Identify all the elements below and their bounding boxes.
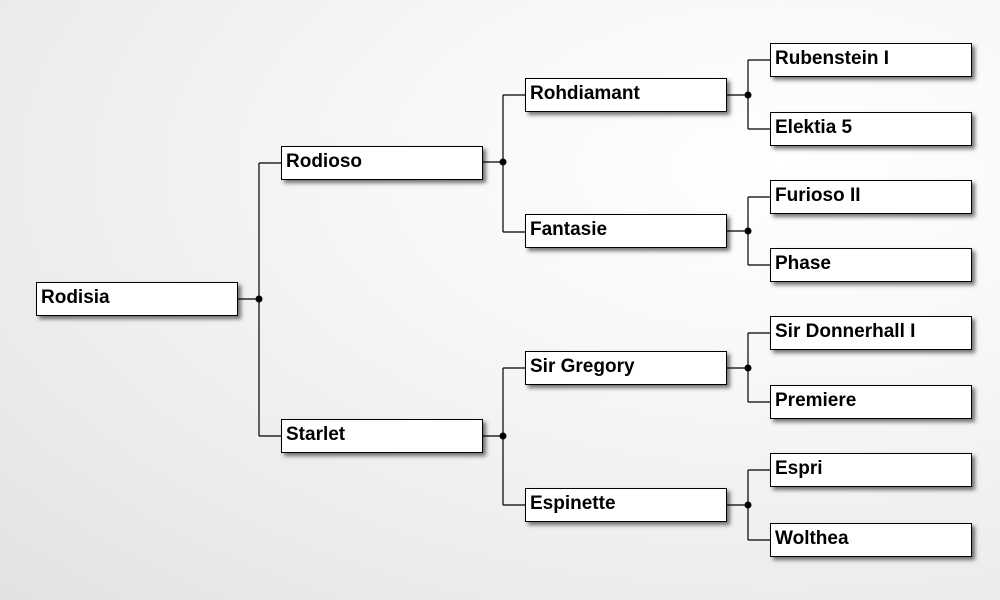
pedigree-node-sire-dam[interactable]: Fantasie [525, 214, 727, 248]
pedigree-node-dam-sire[interactable]: Sir Gregory [525, 351, 727, 385]
pedigree-node-sire-sire-dam[interactable]: Elektia 5 [770, 112, 972, 146]
pedigree-node-sire-dam-dam[interactable]: Phase [770, 248, 972, 282]
pedigree-node-dam-sire-dam[interactable]: Premiere [770, 385, 972, 419]
pedigree-node-dam-dam[interactable]: Espinette [525, 488, 727, 522]
pedigree-node-sire-dam-sire[interactable]: Furioso II [770, 180, 972, 214]
pedigree-node-dam-dam-dam[interactable]: Wolthea [770, 523, 972, 557]
pedigree-node-sire-sire-sire[interactable]: Rubenstein I [770, 43, 972, 77]
pedigree-node-dam-sire-sire[interactable]: Sir Donnerhall I [770, 316, 972, 350]
pedigree-node-subject[interactable]: Rodisia [36, 282, 238, 316]
pedigree-node-sire-sire[interactable]: Rohdiamant [525, 78, 727, 112]
pedigree-node-dam[interactable]: Starlet [281, 419, 483, 453]
pedigree-node-sire[interactable]: Rodioso [281, 146, 483, 180]
pedigree-node-dam-dam-sire[interactable]: Espri [770, 453, 972, 487]
